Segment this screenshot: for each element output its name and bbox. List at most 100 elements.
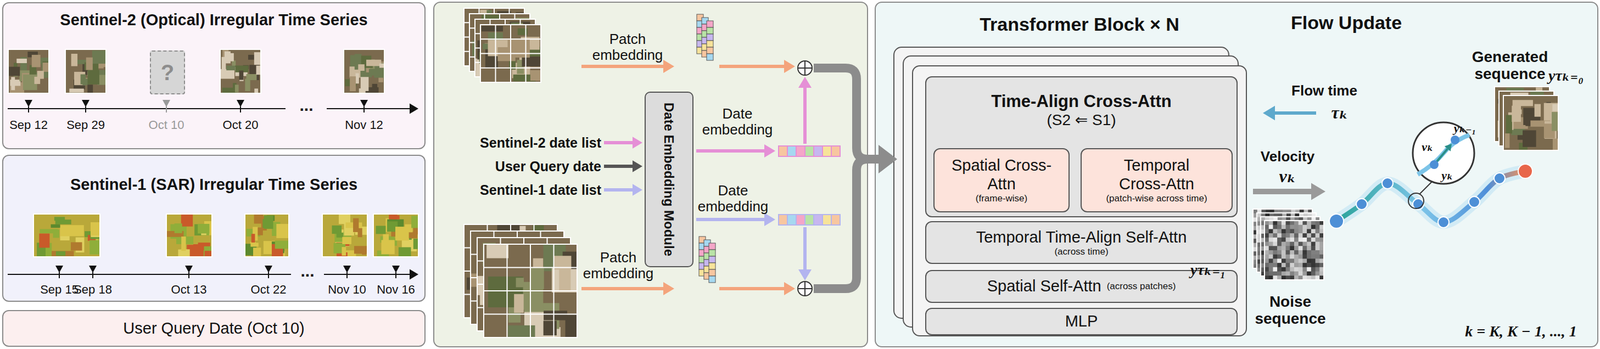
image-patch xyxy=(474,55,485,66)
token-cell xyxy=(708,276,716,283)
noise-cell xyxy=(1281,233,1286,238)
embedding-cell xyxy=(813,146,823,157)
noise-cell xyxy=(1268,275,1274,281)
add-symbol xyxy=(797,288,813,290)
image-patch xyxy=(34,76,41,85)
noise-cell xyxy=(1261,217,1266,222)
image-patch xyxy=(1528,121,1546,142)
attention-box: Spatial Cross-Attn(frame-wise) xyxy=(933,148,1070,213)
image-base xyxy=(477,237,571,332)
image-base xyxy=(1503,95,1559,151)
noise-cell xyxy=(1270,234,1275,239)
noise-cell xyxy=(1307,271,1312,277)
noise-cell xyxy=(1285,250,1291,256)
noise-cell xyxy=(1290,238,1295,243)
image-patch xyxy=(545,276,558,285)
image-frame xyxy=(166,214,212,257)
noise-cell xyxy=(1299,255,1304,260)
noise-cell xyxy=(1285,267,1291,272)
patch-grid xyxy=(463,294,558,296)
satellite-image xyxy=(244,214,289,257)
noise-cell xyxy=(1260,254,1266,260)
image-patch xyxy=(500,34,520,49)
noise-image xyxy=(1252,209,1313,270)
noise-cell xyxy=(1260,238,1266,243)
noise-cell xyxy=(1285,246,1291,251)
image-patch xyxy=(189,249,197,257)
noise-cell xyxy=(1315,250,1320,256)
noise-cell xyxy=(1290,234,1296,239)
image-patch xyxy=(250,242,259,247)
image-patch xyxy=(377,250,390,257)
node-text: ? xyxy=(160,59,175,86)
arrow-shaft xyxy=(696,149,765,153)
noise-cell xyxy=(1290,260,1296,265)
image-patch xyxy=(403,229,412,240)
patch-grid xyxy=(495,24,497,83)
image-patch xyxy=(1552,138,1559,151)
noise-cell xyxy=(1307,250,1312,256)
image-patch xyxy=(1517,90,1531,97)
image-patch xyxy=(84,231,98,238)
image-patch xyxy=(511,282,544,311)
noise-cell xyxy=(1290,242,1295,247)
satellite-image xyxy=(220,49,261,94)
noise-cell xyxy=(1252,264,1258,269)
image-patch xyxy=(510,226,527,248)
noise-cell xyxy=(1287,264,1292,269)
node-text: Spatial Cross-Attn xyxy=(949,156,1054,194)
noise-cell xyxy=(1294,250,1300,256)
noise-cell xyxy=(1282,259,1287,264)
image-patch xyxy=(366,63,375,73)
image-patch xyxy=(513,74,536,82)
noise-cell xyxy=(1260,267,1266,273)
noise-cell xyxy=(1257,234,1262,239)
image-patch xyxy=(261,216,267,231)
noise-cell xyxy=(1302,250,1307,255)
noise-cell xyxy=(1282,217,1287,222)
image-patch xyxy=(275,241,289,250)
token-cell xyxy=(696,40,704,48)
noise-cell xyxy=(1265,213,1271,218)
patch-grid xyxy=(469,27,530,29)
image-patch xyxy=(495,21,502,31)
noise-cell xyxy=(1285,225,1291,230)
image-patch xyxy=(280,242,285,254)
noise-cell xyxy=(1289,258,1295,264)
noise-cell xyxy=(1281,275,1286,281)
image-patch xyxy=(368,69,381,76)
noise-cell xyxy=(1282,264,1288,269)
noise-cell xyxy=(1274,251,1279,256)
image-patch xyxy=(1535,87,1543,102)
noise-cell xyxy=(1298,258,1303,264)
image-patch xyxy=(478,310,508,325)
image-patch xyxy=(196,227,210,236)
noise-cell xyxy=(1261,213,1266,218)
noise-cell xyxy=(1285,250,1291,255)
image-patch xyxy=(477,276,513,296)
noise-cell xyxy=(1294,233,1299,238)
noise-cell xyxy=(1268,267,1274,273)
noise-cell xyxy=(1268,220,1274,226)
noise-cell xyxy=(1273,267,1279,273)
image-patch xyxy=(1532,101,1552,107)
noise-cell xyxy=(1285,221,1291,226)
noise-cell xyxy=(1306,275,1312,281)
noise-cell xyxy=(1278,217,1283,222)
patch-grid xyxy=(477,307,571,309)
noise-cell xyxy=(1289,250,1295,255)
add-symbol xyxy=(797,60,813,76)
noise-cell xyxy=(1285,238,1291,243)
image-patch xyxy=(248,54,261,60)
noise-cell xyxy=(1285,258,1291,264)
image-patch xyxy=(355,73,360,84)
noise-cell xyxy=(1311,267,1316,272)
noise-cell xyxy=(1286,230,1291,235)
noise-cell xyxy=(1277,254,1283,260)
image-patch xyxy=(520,36,540,50)
image-patch xyxy=(91,238,99,249)
noise-cell xyxy=(1307,251,1313,256)
image-patch xyxy=(42,62,49,72)
noise-cell xyxy=(1294,259,1300,264)
